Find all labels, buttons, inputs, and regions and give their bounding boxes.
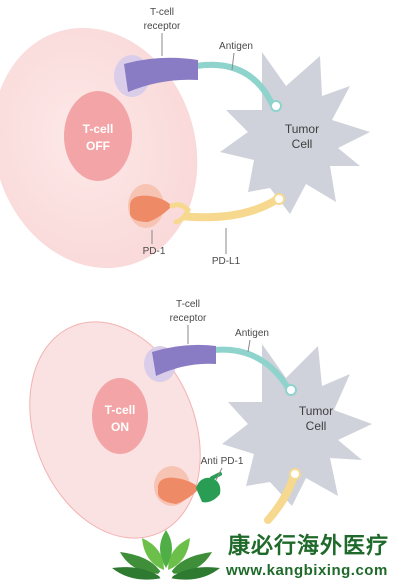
tumor-label-on-line2: Cell (306, 419, 327, 433)
antigen-label: Antigen (219, 41, 253, 52)
pd1-label: PD-1 (143, 246, 166, 257)
panel-on: Tumor Cell T-cell ON T-cell receptor Ant… (29, 299, 372, 539)
tumor-label-line1: Tumor (285, 122, 319, 136)
panel-off: Tumor Cell T-cell OFF T-cell receptor An… (0, 7, 370, 269)
antigen-tip-off (270, 100, 282, 112)
tcell-receptor-on-label-line2: receptor (170, 313, 207, 324)
antigen-callout-line (231, 52, 235, 71)
tcell-receptor-label-line1: T-cell (150, 7, 174, 18)
pd1-off (130, 195, 172, 222)
pdl1-stalk-on (264, 472, 298, 524)
watermark-url: www.kangbixing.com (226, 562, 388, 579)
tcell-receptor-off (124, 57, 198, 92)
antigen-on-callout-line (247, 339, 251, 353)
pdl1-tip-off (273, 193, 285, 205)
pd1-on (158, 477, 200, 504)
tcell-receptor-on-label-line1: T-cell (176, 299, 200, 310)
antigen-tip-on (285, 384, 297, 396)
watermark-brand-text: 康必行海外医疗 (228, 534, 390, 559)
anti-pd1-antibody (196, 477, 221, 503)
antigen-stalk-off (193, 61, 275, 107)
lotus-logo-icon (112, 530, 220, 584)
pdl1-stalk-off (176, 196, 280, 222)
tcell-receptor-on (152, 344, 216, 376)
tcell-nucleus-off (64, 91, 132, 181)
tcell-receptor-label-line2: receptor (144, 21, 181, 32)
anti-pd1-callout-line (215, 467, 223, 481)
pd1-pdl1-hook-off (169, 202, 191, 225)
tumor-label-on-line1: Tumor (299, 404, 333, 418)
antigen-stalk-on (211, 346, 291, 391)
tumor-cell-on (222, 344, 372, 506)
tumor-cell-off (220, 52, 370, 214)
antigen-on-label: Antigen (235, 328, 269, 339)
tcell-on-label-line1: T-cell (105, 403, 136, 417)
tumor-label-line2: Cell (292, 137, 313, 151)
pdl1-tip-on (289, 468, 301, 480)
tcell-nucleus-on (92, 378, 148, 454)
watermark: 康必行海外医疗 www.kangbixing.com (112, 520, 412, 587)
pdl1-label: PD-L1 (212, 256, 241, 267)
tcell-label-line1: T-cell (83, 122, 114, 136)
tcell-label-line2: OFF (86, 139, 110, 153)
anti-pd1-label: Anti PD-1 (201, 456, 244, 467)
tcell-on-label-line2: ON (111, 420, 129, 434)
